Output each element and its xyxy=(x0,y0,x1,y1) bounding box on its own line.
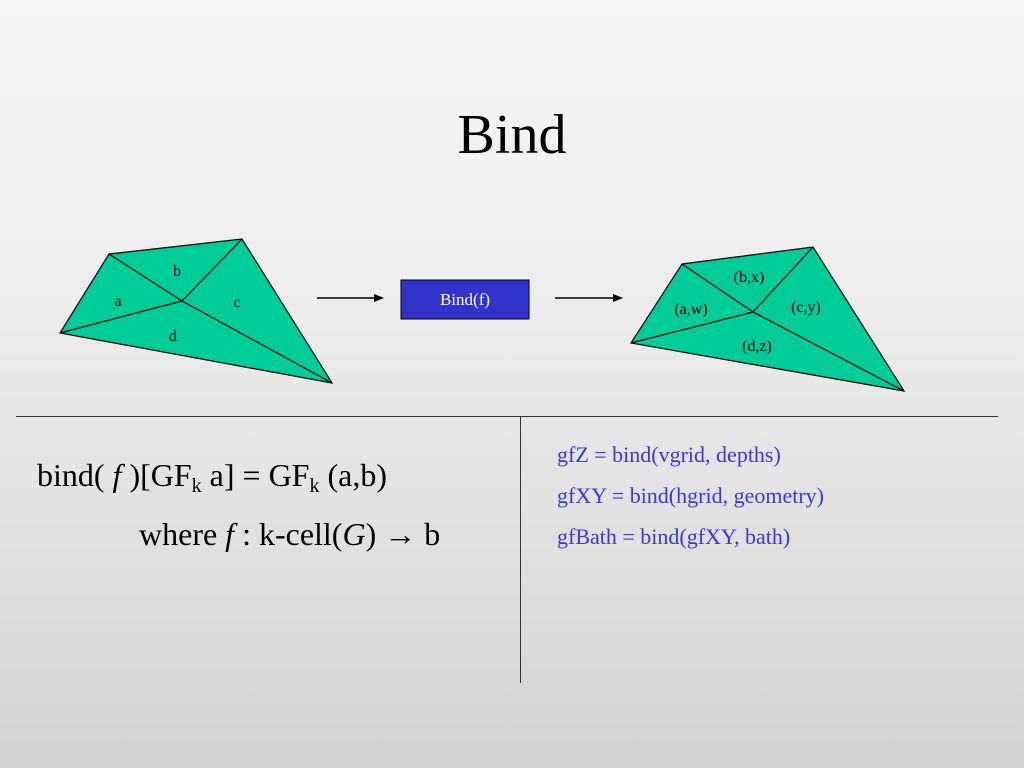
where-clause: where f : k-cell(G) → b xyxy=(139,514,440,554)
right-graph-edge xyxy=(681,263,754,313)
left-cell-label: d xyxy=(169,328,177,345)
left-graph-edge xyxy=(181,238,243,302)
code-line: gfZ = bind(vgrid, depths) xyxy=(557,442,781,467)
left-cell-label: c xyxy=(233,294,240,311)
code-line: gfBath = bind(gfXY, bath) xyxy=(557,524,791,549)
right-cell-label: (a,w) xyxy=(674,301,707,318)
left-graph-edge xyxy=(108,253,183,302)
formula-graph-symbol: G xyxy=(342,516,366,552)
right-graph-edge xyxy=(630,311,754,344)
horizontal-divider xyxy=(16,416,998,417)
code-examples: gfZ = bind(vgrid, depths) gfXY = bind(hg… xyxy=(557,434,824,557)
right-graph-edge xyxy=(752,246,814,313)
right-cell-label: (c,y) xyxy=(791,299,821,316)
left-graph: b a c d xyxy=(59,238,334,384)
formula-subscript: k xyxy=(191,475,202,497)
right-graph: (b,x) (a,w) (c,y) (d,z) xyxy=(630,246,906,392)
left-cell-label: b xyxy=(173,263,181,280)
bind-operator-box: Bind(f) xyxy=(400,279,530,320)
formula-text: ) → b xyxy=(365,516,441,552)
bind-formula: bind( f )[GFk a] = GFk (a,b) xyxy=(37,455,387,497)
left-graph-shape xyxy=(59,238,334,384)
right-cell-label: (b,x) xyxy=(734,269,765,286)
formula-subscript: k xyxy=(309,475,320,497)
left-graph-edge xyxy=(59,300,183,334)
vertical-divider xyxy=(520,417,521,683)
formula-function-symbol: f xyxy=(112,457,122,493)
right-cell-label: (d,z) xyxy=(742,338,772,355)
right-graph-edge xyxy=(752,311,905,392)
bind-diagram: b a c d Bind(f) (b,x) (a,w) (c,y) (d,z) xyxy=(59,238,906,392)
formula-text: : k-cell( xyxy=(234,516,343,552)
arrow-right-icon xyxy=(555,294,623,302)
bind-operator-label: Bind(f) xyxy=(440,290,490,309)
left-graph-edge xyxy=(181,300,333,384)
formula-function-symbol: f xyxy=(225,516,235,552)
left-cell-label: a xyxy=(114,293,121,310)
formula-text: bind( xyxy=(37,457,113,493)
code-line: gfXY = bind(hgrid, geometry) xyxy=(557,483,824,508)
arrow-right-icon xyxy=(317,294,384,302)
formula-text: )[GF xyxy=(121,457,192,493)
formula-text: a] = GF xyxy=(201,457,310,493)
formula-text: where xyxy=(139,516,226,552)
formula-text: (a,b) xyxy=(319,457,387,493)
slide-title: Bind xyxy=(457,104,567,166)
